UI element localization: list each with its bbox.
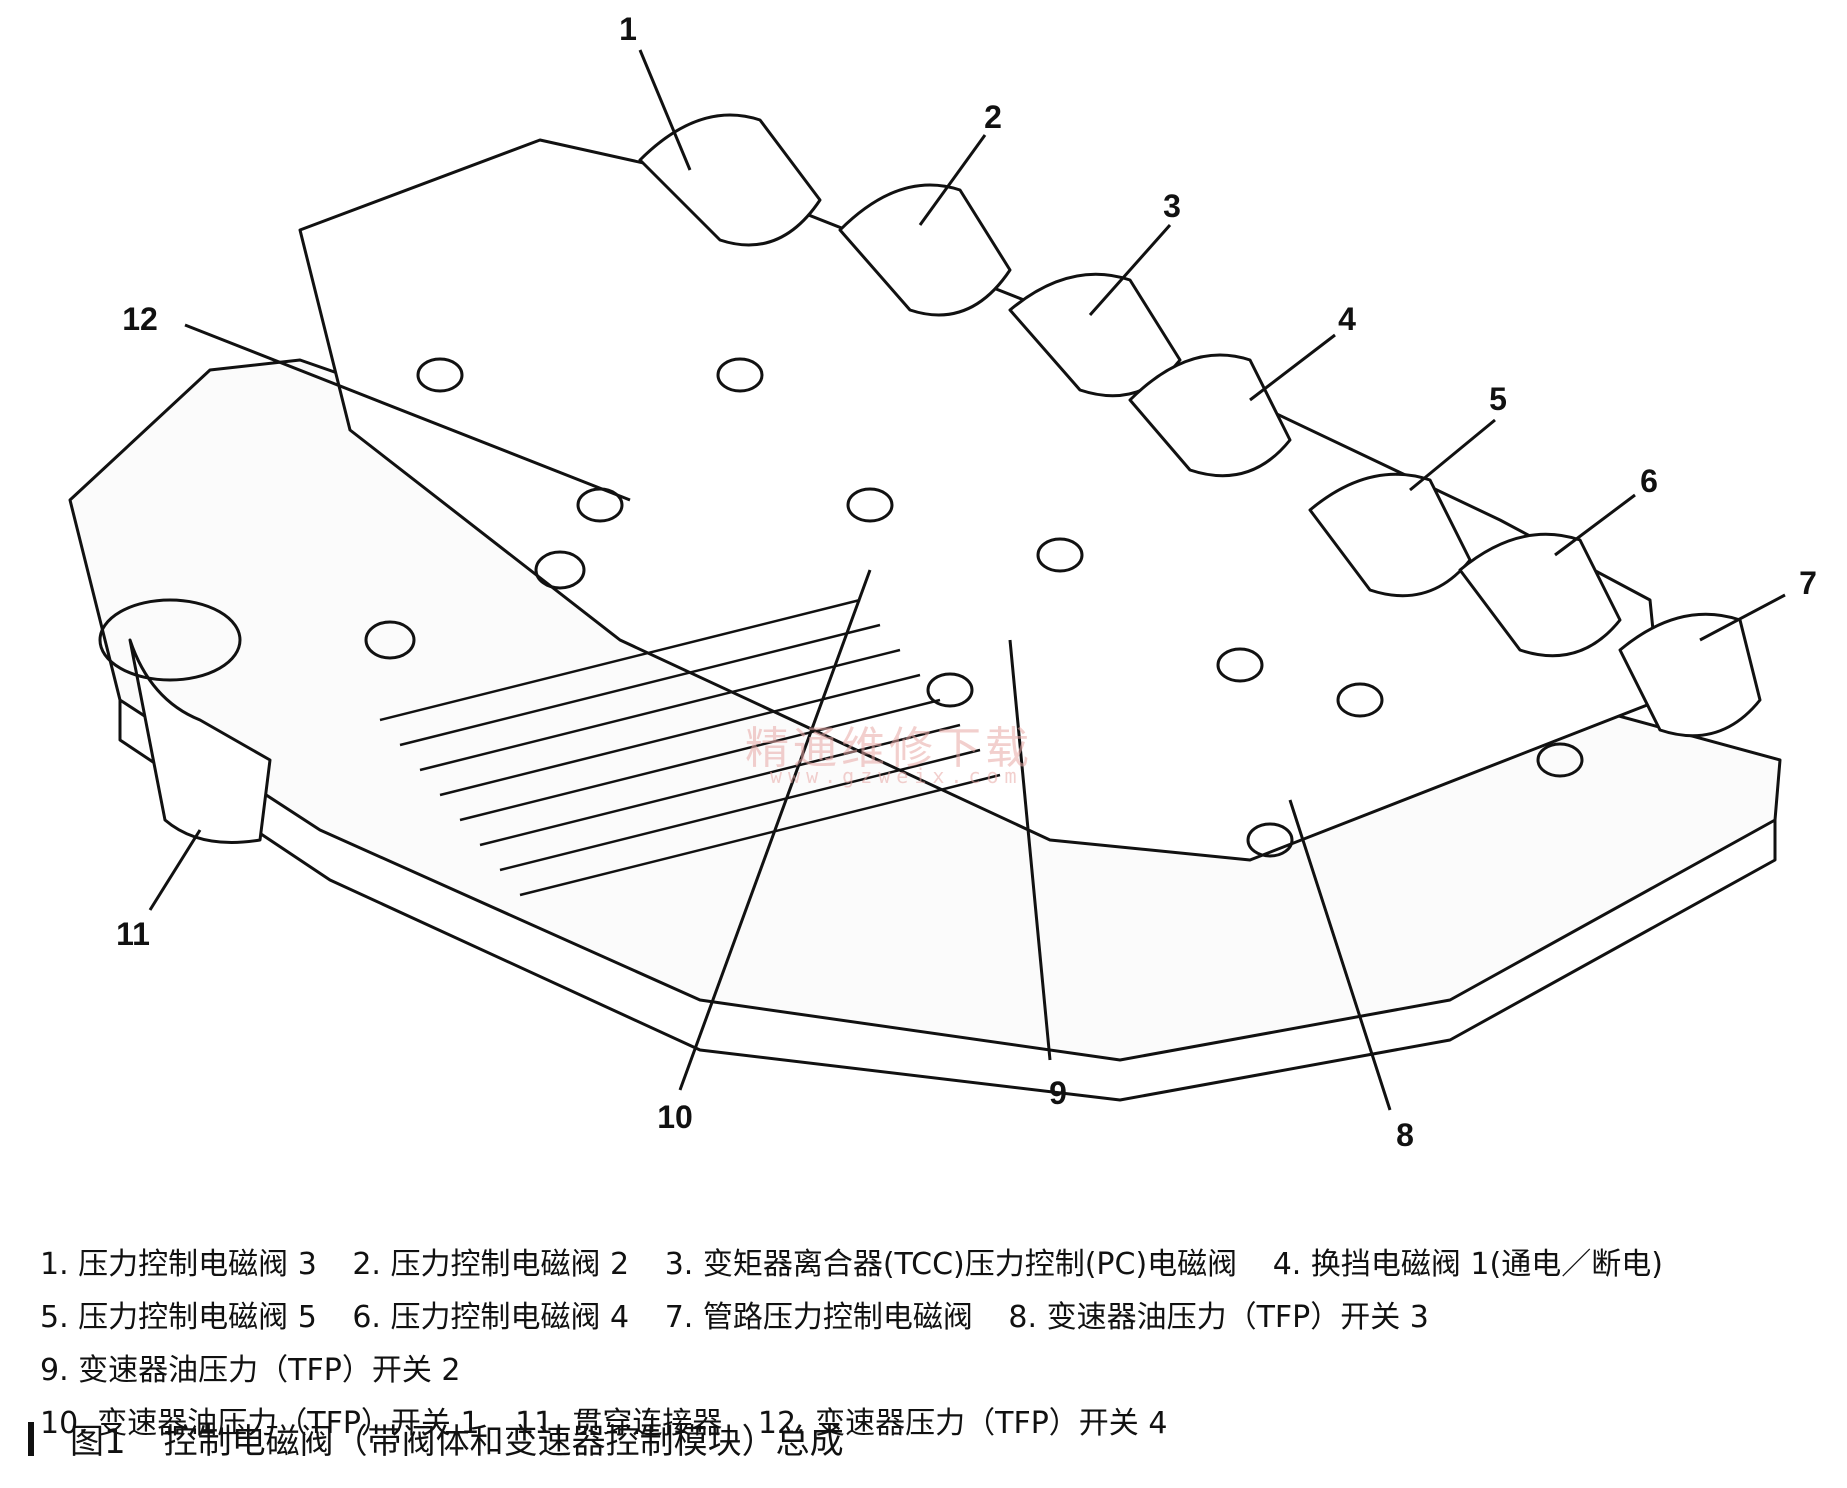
leader-lines (148, 49, 1786, 1111)
callout-1: 1 (619, 11, 637, 47)
figure-number: 图1 (70, 1422, 126, 1462)
figure-caption: 图1 控制电磁阀（带阀体和变速器控制模块）总成 (28, 1414, 844, 1463)
callout-8: 8 (1396, 1117, 1414, 1153)
valve-body-assembly-diagram: 1 2 3 4 5 6 7 8 9 10 11 12 (68, 11, 1817, 1153)
callout-2: 2 (984, 99, 1002, 135)
callout-11: 11 (116, 916, 150, 952)
legend-item: 2. 压力控制电磁阀 2 (352, 1247, 630, 1282)
plate-holes (364, 357, 1584, 858)
legend-item: 11. 贯穿连接器 (515, 1406, 723, 1441)
solenoid-bodies (638, 113, 1762, 738)
legend: 1. 压力控制电磁阀 3 2. 压力控制电磁阀 2 3. 变矩器离合器(TCC)… (40, 1238, 1830, 1450)
callout-5: 5 (1489, 381, 1507, 417)
connector-ring (98, 598, 242, 682)
callout-7: 7 (1799, 565, 1817, 601)
tcm-heatsink (379, 598, 1001, 897)
callout-4: 4 (1338, 301, 1356, 337)
legend-item: 12. 变速器压力（TFP）开关 4 (757, 1406, 1168, 1441)
caption-bar (28, 1421, 34, 1456)
legend-item: 1. 压力控制电磁阀 3 (40, 1247, 317, 1282)
legend-item: 9. 变速器油压力（TFP）开关 2 (40, 1353, 461, 1388)
legend-item: 4. 换挡电磁阀 1(通电／断电) (1272, 1247, 1663, 1282)
legend-item: 7. 管路压力控制电磁阀 (664, 1300, 973, 1335)
legend-item: 3. 变矩器离合器(TCC)压力控制(PC)电磁阀 (664, 1247, 1238, 1282)
callout-9: 9 (1049, 1075, 1067, 1111)
watermark-url: www.gzweix.com (770, 764, 1023, 788)
callout-10: 10 (657, 1099, 693, 1135)
legend-item: 5. 压力控制电磁阀 5 (40, 1300, 317, 1335)
callout-3: 3 (1163, 188, 1181, 224)
legend-item: 10. 变速器油压力（TFP）开关 1 (40, 1406, 480, 1441)
callout-12: 12 (122, 301, 158, 337)
callout-6: 6 (1640, 463, 1658, 499)
legend-item: 6. 压力控制电磁阀 4 (352, 1300, 630, 1335)
legend-item: 8. 变速器油压力（TFP）开关 3 (1008, 1300, 1429, 1335)
watermark: 精通维修下载 (745, 723, 1033, 774)
figure-title: 控制电磁阀（带阀体和变速器控制模块）总成 (163, 1422, 844, 1462)
